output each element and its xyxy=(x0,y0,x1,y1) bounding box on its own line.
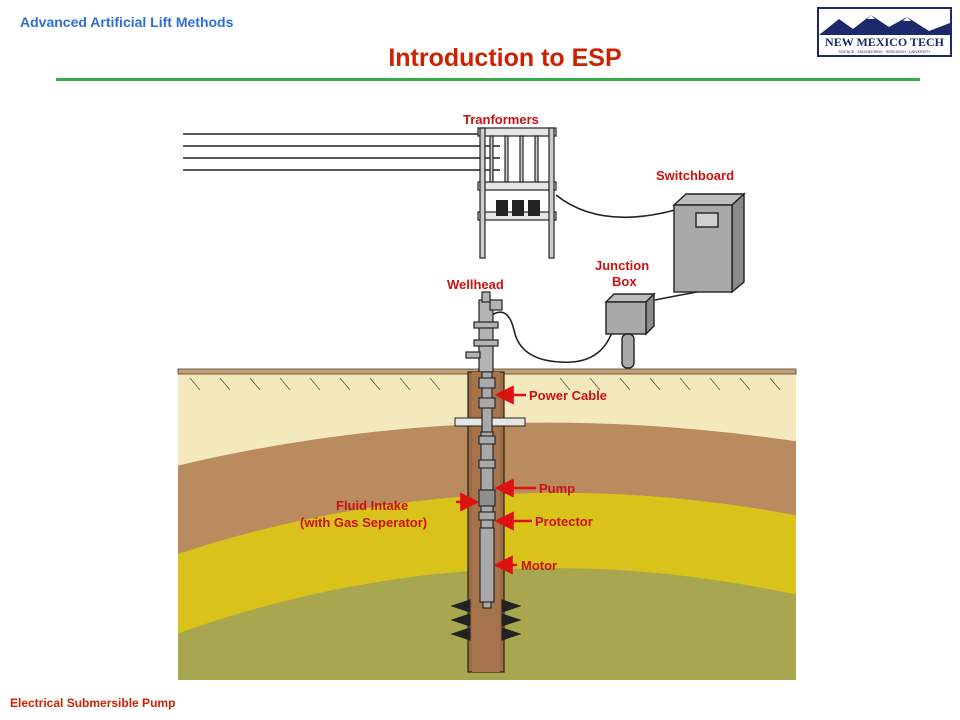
label-transformers: Tranformers xyxy=(463,112,539,127)
wellhead-assembly xyxy=(465,291,503,373)
logo-tagline: SCIENCE · ENGINEERING · RESEARCH · UNIVE… xyxy=(838,50,931,54)
label-arrows xyxy=(456,385,536,575)
title-divider xyxy=(56,78,920,81)
junction-box xyxy=(604,292,656,369)
logo-text: NEW MEXICO TECH xyxy=(825,35,945,49)
label-protector: Protector xyxy=(535,514,593,529)
label-wellhead: Wellhead xyxy=(447,277,504,292)
power-lines xyxy=(183,133,500,171)
transformer-units xyxy=(496,200,540,216)
slide-title: Introduction to ESP xyxy=(388,44,622,72)
perforations xyxy=(450,599,522,641)
label-power-cable: Power Cable xyxy=(529,388,607,403)
label-fluid-intake-line1: Fluid Intake xyxy=(336,498,408,513)
transformer-stand xyxy=(477,127,557,259)
mountain-icon xyxy=(819,15,950,35)
course-title: Advanced Artificial Lift Methods xyxy=(20,14,234,30)
label-junction-box-line2: Box xyxy=(612,274,637,289)
label-switchboard: Switchboard xyxy=(656,168,734,183)
tubing-joint xyxy=(478,377,496,389)
footer-label: Electrical Submersible Pump xyxy=(10,696,176,710)
switchboard-cabinet xyxy=(672,192,746,294)
esp-string xyxy=(478,371,496,609)
motor-section xyxy=(479,527,495,603)
university-logo: NEW MEXICO TECH SCIENCE · ENGINEERING · … xyxy=(817,7,952,57)
label-junction-box-line1: Junction xyxy=(595,258,649,273)
label-pump: Pump xyxy=(539,481,575,496)
intake-section xyxy=(478,489,496,507)
label-motor: Motor xyxy=(521,558,557,573)
label-fluid-intake-line2: (with Gas Seperator) xyxy=(300,515,427,530)
tubing-joint xyxy=(478,397,496,409)
